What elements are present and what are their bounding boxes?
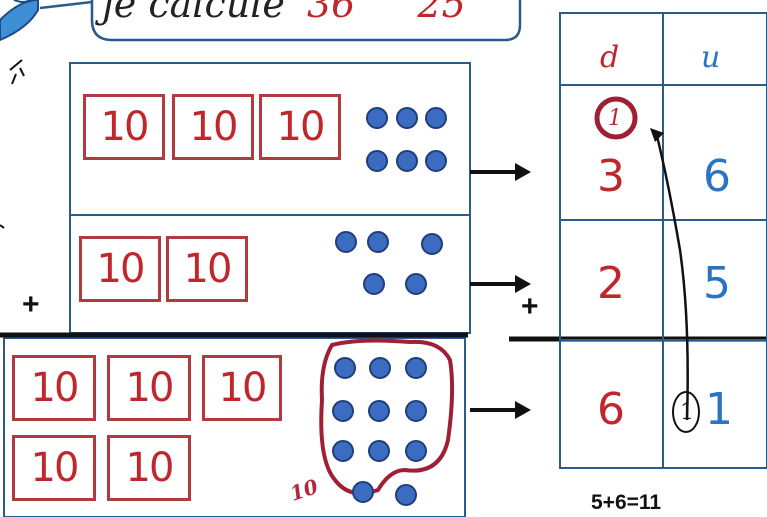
group-of-ten-outline bbox=[319, 338, 455, 496]
unit-dot bbox=[368, 440, 390, 462]
bird-feet-icon bbox=[9, 59, 25, 85]
carry-digit-circle bbox=[672, 391, 700, 433]
tens-digit-row1: 3 bbox=[597, 151, 625, 202]
number-b: 25 bbox=[417, 0, 466, 26]
units-digit-result: 1 bbox=[705, 384, 733, 435]
ten-block: 10 bbox=[166, 236, 248, 302]
unit-dot bbox=[421, 233, 443, 255]
carry-digit: 1 bbox=[608, 106, 622, 131]
unit-dot bbox=[396, 107, 418, 129]
unit-dot bbox=[363, 273, 385, 295]
ten-block: 10 bbox=[83, 94, 165, 160]
ten-block: 10 bbox=[79, 236, 161, 302]
unit-dot bbox=[425, 150, 447, 172]
panel-result bbox=[3, 337, 466, 517]
units-digit-row1: 6 bbox=[703, 151, 731, 202]
tens-digit-result: 6 bbox=[597, 384, 625, 435]
plus-sign-right: + bbox=[521, 290, 539, 323]
plus-sign-left: + bbox=[22, 288, 40, 321]
unit-dot bbox=[368, 400, 390, 422]
unit-dot bbox=[405, 400, 427, 422]
units-sum-equation: 5+6=11 bbox=[591, 491, 662, 514]
arrow-row2 bbox=[470, 275, 531, 293]
arrow-row3 bbox=[470, 401, 531, 419]
column-header-units: u bbox=[701, 40, 721, 75]
speech-bubble bbox=[90, 0, 522, 42]
unit-dot bbox=[405, 357, 427, 379]
column-header-tens: d bbox=[600, 40, 620, 75]
unit-dot bbox=[335, 231, 357, 253]
unit-dot bbox=[366, 107, 388, 129]
units-carry-digit-result: 1 bbox=[680, 400, 694, 425]
carry-circle bbox=[594, 96, 638, 140]
unit-dot bbox=[405, 273, 427, 295]
ten-block: 10 bbox=[107, 435, 191, 501]
speech-text: je calcule 36 25 bbox=[102, 0, 466, 26]
ten-block: 10 bbox=[107, 355, 191, 421]
carry-arrow bbox=[654, 131, 689, 421]
unit-dot bbox=[366, 150, 388, 172]
unit-dot bbox=[395, 484, 417, 506]
ten-block: 10 bbox=[12, 355, 96, 421]
unit-dot bbox=[369, 357, 391, 379]
unit-dot bbox=[334, 357, 356, 379]
unit-dot bbox=[352, 481, 374, 503]
speech-prefix: je calcule bbox=[102, 0, 285, 26]
arrow-row1 bbox=[470, 163, 531, 181]
bird-icon bbox=[0, 0, 39, 42]
unit-dot bbox=[332, 440, 354, 462]
units-digit-row2: 5 bbox=[703, 258, 731, 309]
unit-dot bbox=[425, 107, 447, 129]
ten-block: 10 bbox=[172, 94, 254, 160]
unit-dot bbox=[405, 440, 427, 462]
ten-block: 10 bbox=[259, 94, 341, 160]
number-a: 36 bbox=[306, 0, 356, 26]
ten-block: 10 bbox=[12, 435, 96, 501]
ten-block: 10 bbox=[202, 355, 282, 421]
unit-dot bbox=[332, 400, 354, 422]
unit-dot bbox=[367, 231, 389, 253]
tens-digit-row2: 2 bbox=[597, 258, 625, 309]
unit-dot bbox=[396, 150, 418, 172]
